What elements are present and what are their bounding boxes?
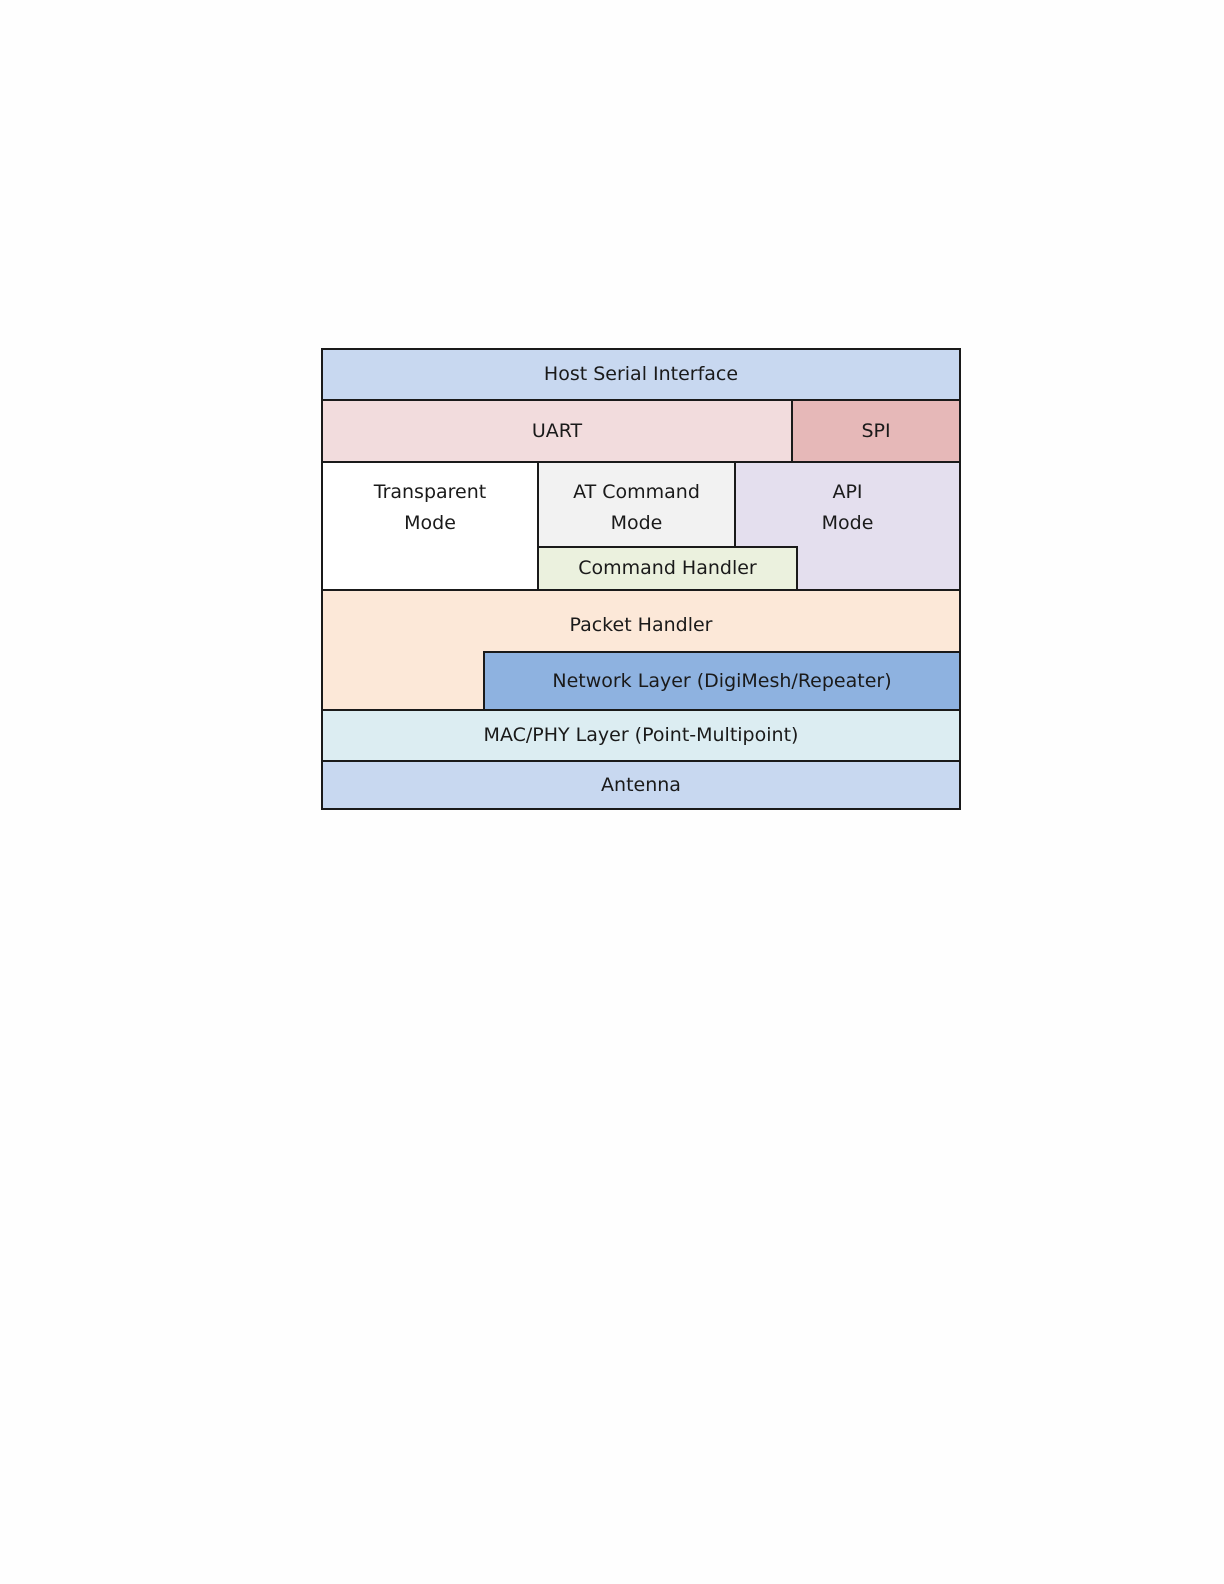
spi-block: SPI — [791, 399, 961, 463]
packet-handler-label: Packet Handler — [569, 610, 712, 641]
uart-block: UART — [321, 399, 793, 463]
uart-label: UART — [532, 416, 582, 447]
at-command-mode-block: AT Command Mode — [537, 461, 736, 549]
transparent-mode-block: Transparent Mode — [321, 461, 539, 591]
mac-phy-layer-block: MAC/PHY Layer (Point-Multipoint) — [321, 709, 961, 762]
api-mode-label: API Mode — [822, 477, 874, 539]
antenna-label: Antenna — [601, 770, 681, 801]
network-layer-label: Network Layer (DigiMesh/Repeater) — [552, 666, 891, 697]
network-layer-block: Network Layer (DigiMesh/Repeater) — [483, 651, 961, 711]
host-serial-interface-label: Host Serial Interface — [544, 359, 738, 390]
at-command-mode-label: AT Command Mode — [573, 477, 700, 539]
mac-phy-layer-label: MAC/PHY Layer (Point-Multipoint) — [484, 720, 799, 751]
transparent-mode-label: Transparent Mode — [374, 477, 487, 539]
command-handler-label: Command Handler — [578, 553, 757, 584]
antenna-block: Antenna — [321, 760, 961, 810]
command-handler-block: Command Handler — [537, 546, 798, 591]
spi-label: SPI — [861, 416, 890, 447]
host-serial-interface-block: Host Serial Interface — [321, 348, 961, 401]
